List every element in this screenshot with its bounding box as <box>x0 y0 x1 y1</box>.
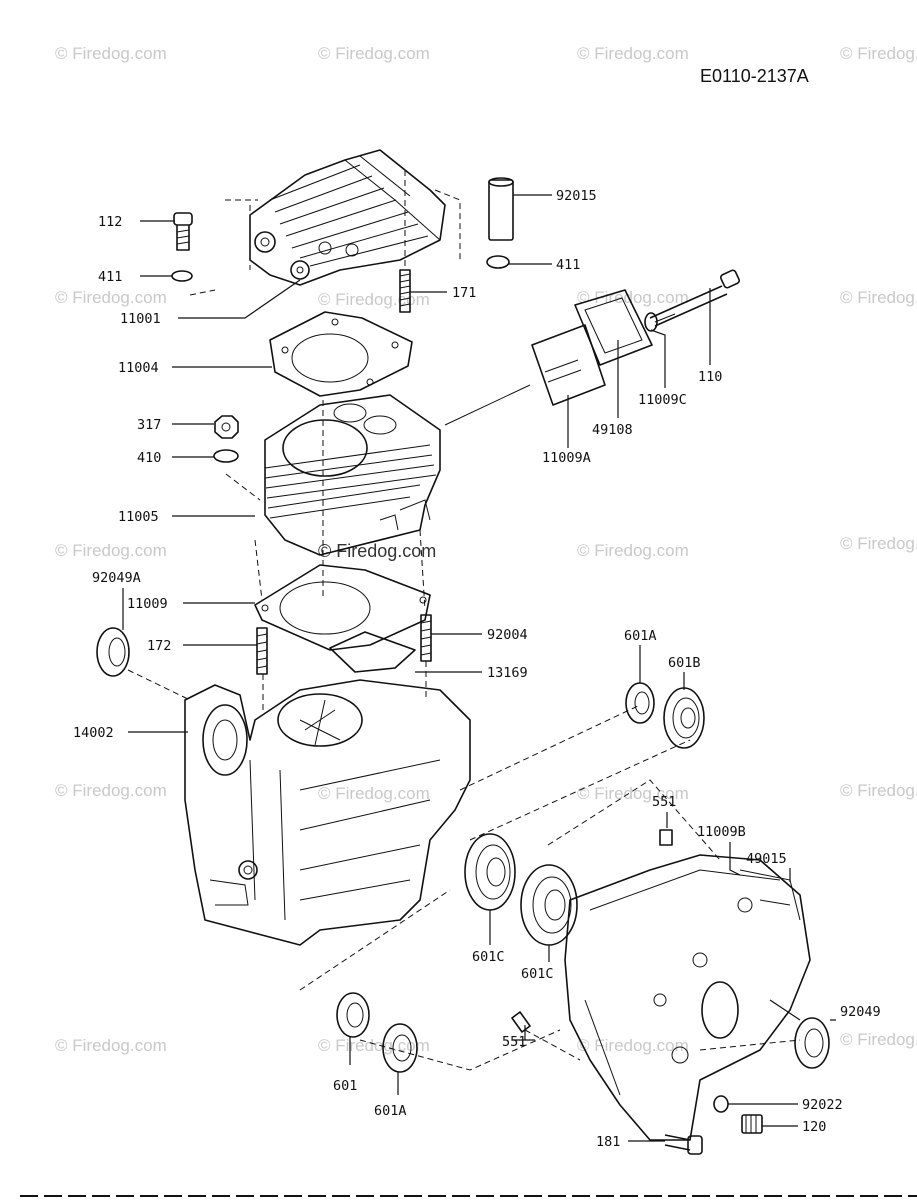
bolt-181 <box>664 1134 703 1155</box>
washer-92022 <box>713 1095 729 1113</box>
cylinder-11005 <box>264 394 441 556</box>
label-11005: 11005 <box>118 509 159 525</box>
label-601C-b: 601C <box>521 966 554 982</box>
label-110: 110 <box>698 369 722 385</box>
label-181: 181 <box>596 1134 620 1150</box>
crankcase-14002 <box>184 679 471 946</box>
center-watermark: © Firedog.com <box>318 541 437 561</box>
washer-411-left <box>171 270 193 282</box>
label-411-left: 411 <box>98 269 122 285</box>
breather-cover-49108 <box>531 289 653 406</box>
watermark: © Firedog.com <box>55 781 167 800</box>
bearing-601 <box>336 992 370 1038</box>
label-601A-top: 601A <box>624 628 657 644</box>
washer-410 <box>213 449 239 463</box>
label-11009B: 11009B <box>697 824 746 840</box>
label-11004: 11004 <box>118 360 159 376</box>
label-11009: 11009 <box>127 596 168 612</box>
label-11009C: 11009C <box>638 392 687 408</box>
watermark: © Firedog.com <box>840 781 917 800</box>
watermark: © Firedog.com <box>318 784 430 803</box>
watermark: © Firedog.com <box>55 1036 167 1055</box>
watermark: © Firedog.com <box>840 1030 917 1049</box>
watermark: © Firedog.com <box>318 44 430 63</box>
label-120: 120 <box>802 1119 826 1135</box>
label-172: 172 <box>147 638 171 654</box>
watermark: © Firedog.com <box>318 290 430 309</box>
watermark: © Firedog.com <box>840 534 917 553</box>
label-410: 410 <box>137 450 161 466</box>
plug-120 <box>741 1114 763 1134</box>
label-11009A: 11009A <box>542 450 591 466</box>
label-601A-bottom: 601A <box>374 1103 407 1119</box>
bearing-601C-b <box>520 864 578 946</box>
watermark: © Firedog.com <box>577 44 689 63</box>
label-14002: 14002 <box>73 725 114 741</box>
bearing-601A-top <box>625 682 655 724</box>
watermark: © Firedog.com <box>577 541 689 560</box>
bolt-112 <box>173 212 193 251</box>
label-551-bottom: 551 <box>502 1034 526 1050</box>
label-49108: 49108 <box>592 422 633 438</box>
label-49015: 49015 <box>746 851 787 867</box>
oil-seal-92049A <box>96 627 130 677</box>
watermark: © Firedog.com <box>55 288 167 307</box>
label-601B: 601B <box>668 655 701 671</box>
bearing-601A-bottom <box>382 1023 418 1073</box>
base-gasket-11009 <box>254 564 431 651</box>
collar-92015 <box>488 177 514 241</box>
cylinder-head <box>249 149 446 286</box>
head-gasket-11004 <box>269 311 413 397</box>
stud-171 <box>399 269 411 313</box>
gasket-13169 <box>329 631 416 673</box>
stud-172 <box>256 627 268 675</box>
label-171: 171 <box>452 285 476 301</box>
label-92049A: 92049A <box>92 570 141 586</box>
label-112: 112 <box>98 214 122 230</box>
dowel-pin-551-bottom <box>511 1011 531 1033</box>
watermark: © Firedog.com <box>840 288 917 307</box>
label-317: 317 <box>137 417 161 433</box>
watermark: © Firedog.com <box>577 288 689 307</box>
label-411-right: 411 <box>556 257 580 273</box>
watermark: © Firedog.com <box>55 541 167 560</box>
bearing-601C-a <box>464 833 516 911</box>
bolt-110 <box>644 269 741 332</box>
label-551-top: 551 <box>652 794 676 810</box>
oil-seal-92049 <box>794 1017 830 1069</box>
label-92022: 92022 <box>802 1097 843 1113</box>
dowel-pin-551-top <box>659 829 673 846</box>
watermark: © Firedog.com <box>840 44 917 63</box>
label-601C-a: 601C <box>472 949 505 965</box>
watermark: © Firedog.com <box>577 784 689 803</box>
label-601: 601 <box>333 1078 357 1094</box>
label-92004: 92004 <box>487 627 528 643</box>
washer-411-right <box>486 255 510 269</box>
label-13169: 13169 <box>487 665 528 681</box>
label-11001: 11001 <box>120 311 161 327</box>
watermark: © Firedog.com <box>577 1036 689 1055</box>
label-92049: 92049 <box>840 1004 881 1020</box>
diagram-reference: E0110-2137A <box>700 66 809 86</box>
bearing-601B <box>663 687 705 749</box>
crankcase-cover-49015 <box>564 854 811 1141</box>
label-92015: 92015 <box>556 188 597 204</box>
nut-317 <box>214 415 239 439</box>
watermark: © Firedog.com <box>318 1036 430 1055</box>
watermark: © Firedog.com <box>55 44 167 63</box>
